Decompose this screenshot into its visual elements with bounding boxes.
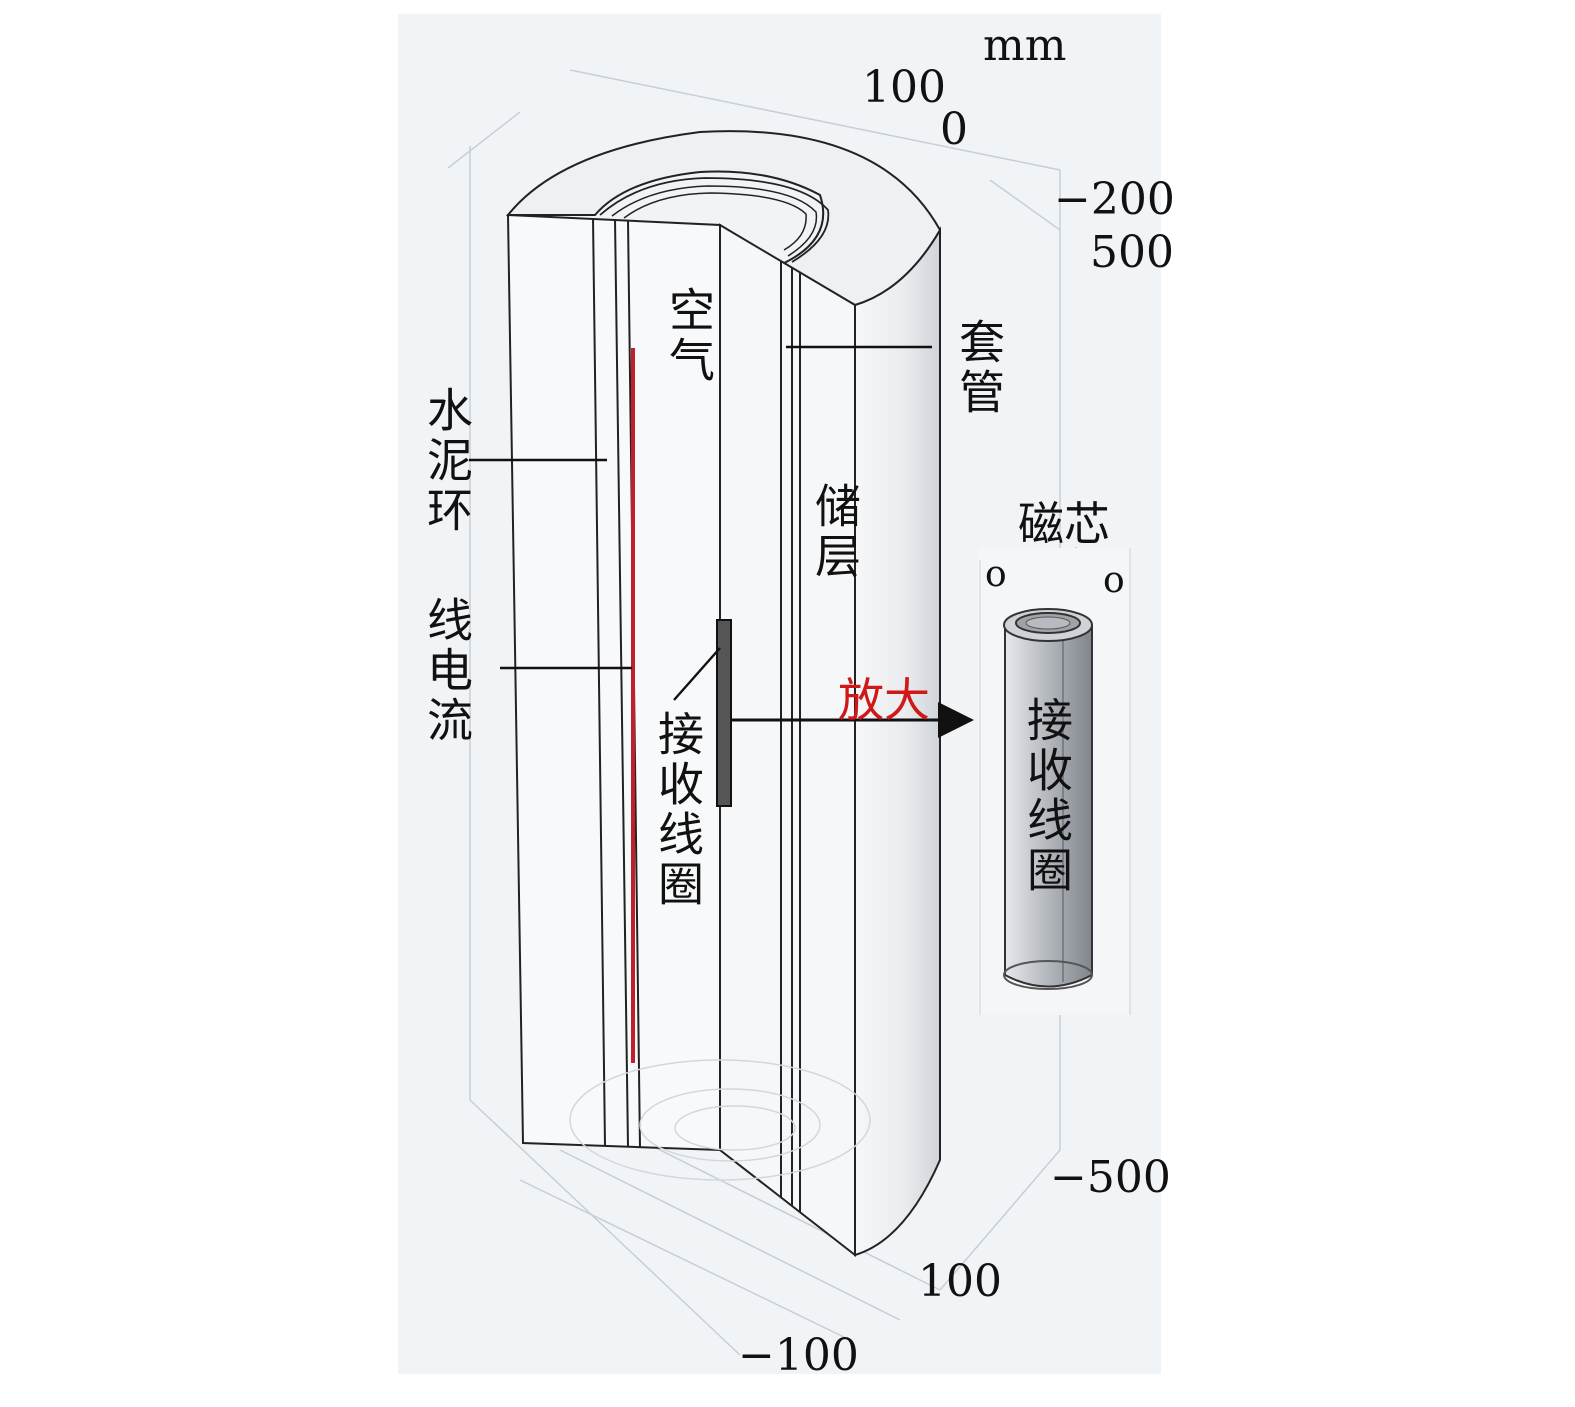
axis-grid [447,69,1061,1356]
outer-cylinder-surface [854,226,941,1257]
axis-bottom-100: 100 [918,1256,1002,1307]
axis-bottom-neg100: −100 [738,1330,859,1381]
axis-top-0: 0 [940,104,968,155]
inset-mark-left: o [985,554,1007,595]
receiver-coil-small [716,619,732,807]
axis-top-100: 100 [862,62,946,113]
label-zoom-receiver-coil: 接收线圈 [1020,696,1074,896]
top-annulus-face [505,130,942,307]
label-casing: 套管 [952,318,1006,418]
label-line-current: 线电流 [420,596,474,746]
axis-right-neg500: −500 [1050,1152,1171,1203]
axis-right-500: 500 [1090,227,1174,278]
axis-right-neg200: −200 [1054,174,1175,225]
label-magnetic-core: 磁芯 [1018,497,1110,551]
zoom-inset [978,548,1131,1015]
right-cut-face [719,223,856,1258]
label-zoom: 放大 [838,673,930,727]
label-air: 空气 [662,286,716,386]
label-receiver-coil: 接收线圈 [651,710,705,910]
label-reservoir: 储层 [808,482,862,582]
inset-mark-right: o [1103,560,1125,601]
label-cement-ring: 水泥环 [420,386,474,536]
layer-lines-right [780,262,801,1212]
units-label: mm [983,20,1067,71]
bottom-rings [569,1059,871,1181]
